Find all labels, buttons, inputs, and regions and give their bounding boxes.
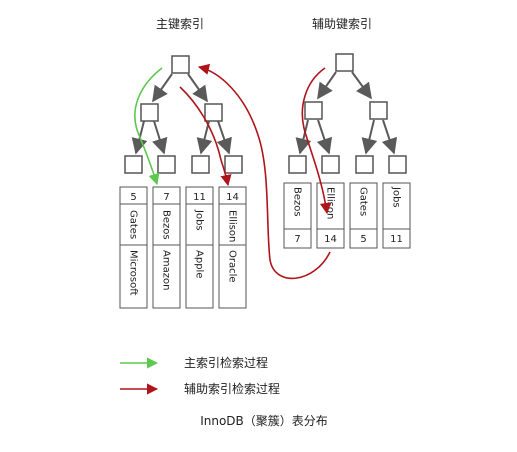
leaf-record: Gates 5 [358, 187, 369, 245]
primary-index-title: 主键索引 [156, 17, 204, 31]
diagram-caption: InnoDB（聚簇）表分布 [200, 413, 328, 428]
tree-node [304, 101, 323, 120]
leaf-name: Bezos [161, 210, 172, 240]
leaf-record: Jobs 11 [390, 186, 403, 245]
leaf-id: 11 [390, 234, 403, 245]
edge [381, 119, 398, 155]
edge [316, 119, 333, 155]
edge [216, 120, 232, 155]
legend: 主索引检索过程 辅助索引检索过程 [120, 355, 280, 396]
tree-node [191, 155, 210, 174]
leaf-id: 14 [226, 192, 239, 203]
leaf-name: Gates [128, 210, 139, 239]
tree-node [388, 155, 407, 174]
secondary-leaves: Bezos 7 Ellison 14 Gates 5 Jobs 11 [283, 182, 411, 249]
legend-secondary-label: 辅助索引检索过程 [184, 381, 280, 396]
tree-node [224, 155, 243, 174]
leaf-record: Bezos 7 [292, 187, 303, 245]
edge [152, 120, 168, 155]
edge [317, 71, 337, 100]
leaf-record: 5 Gates Microsoft [128, 192, 139, 296]
leaf-name: Jobs [391, 186, 402, 208]
leaf-company: Amazon [161, 250, 172, 290]
tree-node [321, 155, 340, 174]
tree-node [369, 101, 388, 120]
tree-node-root [171, 55, 190, 74]
leaf-name: Bezos [292, 187, 303, 217]
tree-node [355, 155, 374, 174]
leaf-name: Jobs [194, 209, 205, 231]
leaf-id: 7 [294, 234, 300, 245]
leaf-id: 14 [324, 234, 337, 245]
back-to-primary-path [197, 63, 331, 280]
leaf-company: Microsoft [128, 250, 139, 296]
leaf-name: Gates [358, 187, 369, 216]
leaf-record: Ellison 14 [324, 187, 337, 245]
leaf-id: 11 [193, 192, 206, 203]
secondary-index-tree [288, 53, 407, 174]
leaf-record: 7 Bezos Amazon [161, 192, 172, 290]
tree-node [288, 155, 307, 174]
edge [295, 119, 312, 155]
primary-lookup-path [179, 86, 232, 187]
tree-node-root [335, 53, 354, 72]
edge [351, 71, 372, 100]
leaf-record: 11 Jobs Apple [193, 192, 206, 278]
tree-node [124, 155, 143, 174]
edge [187, 73, 208, 103]
leaf-company: Oracle [227, 250, 238, 283]
leaf-id: 7 [163, 192, 169, 203]
edge [361, 119, 378, 155]
edge [196, 120, 213, 155]
primary-leaves: 5 Gates Microsoft 7 Bezos Amazon 11 Jobs… [119, 186, 247, 309]
leaf-record: 14 Ellison Oracle [226, 192, 239, 283]
primary-index-tree [124, 55, 243, 174]
tree-node [204, 103, 223, 122]
leaf-id: 5 [360, 234, 366, 245]
leaf-company: Apple [194, 250, 205, 278]
leaf-id: 5 [130, 192, 136, 203]
secondary-index-title: 辅助键索引 [312, 17, 372, 31]
legend-primary-label: 主索引检索过程 [184, 355, 268, 370]
leaf-name: Ellison [325, 187, 336, 219]
tree-node [140, 103, 159, 122]
edge [152, 73, 173, 103]
primary-search-path [134, 67, 163, 186]
leaf-name: Ellison [227, 210, 238, 242]
tree-node [157, 155, 176, 174]
secondary-search-path [301, 67, 332, 215]
